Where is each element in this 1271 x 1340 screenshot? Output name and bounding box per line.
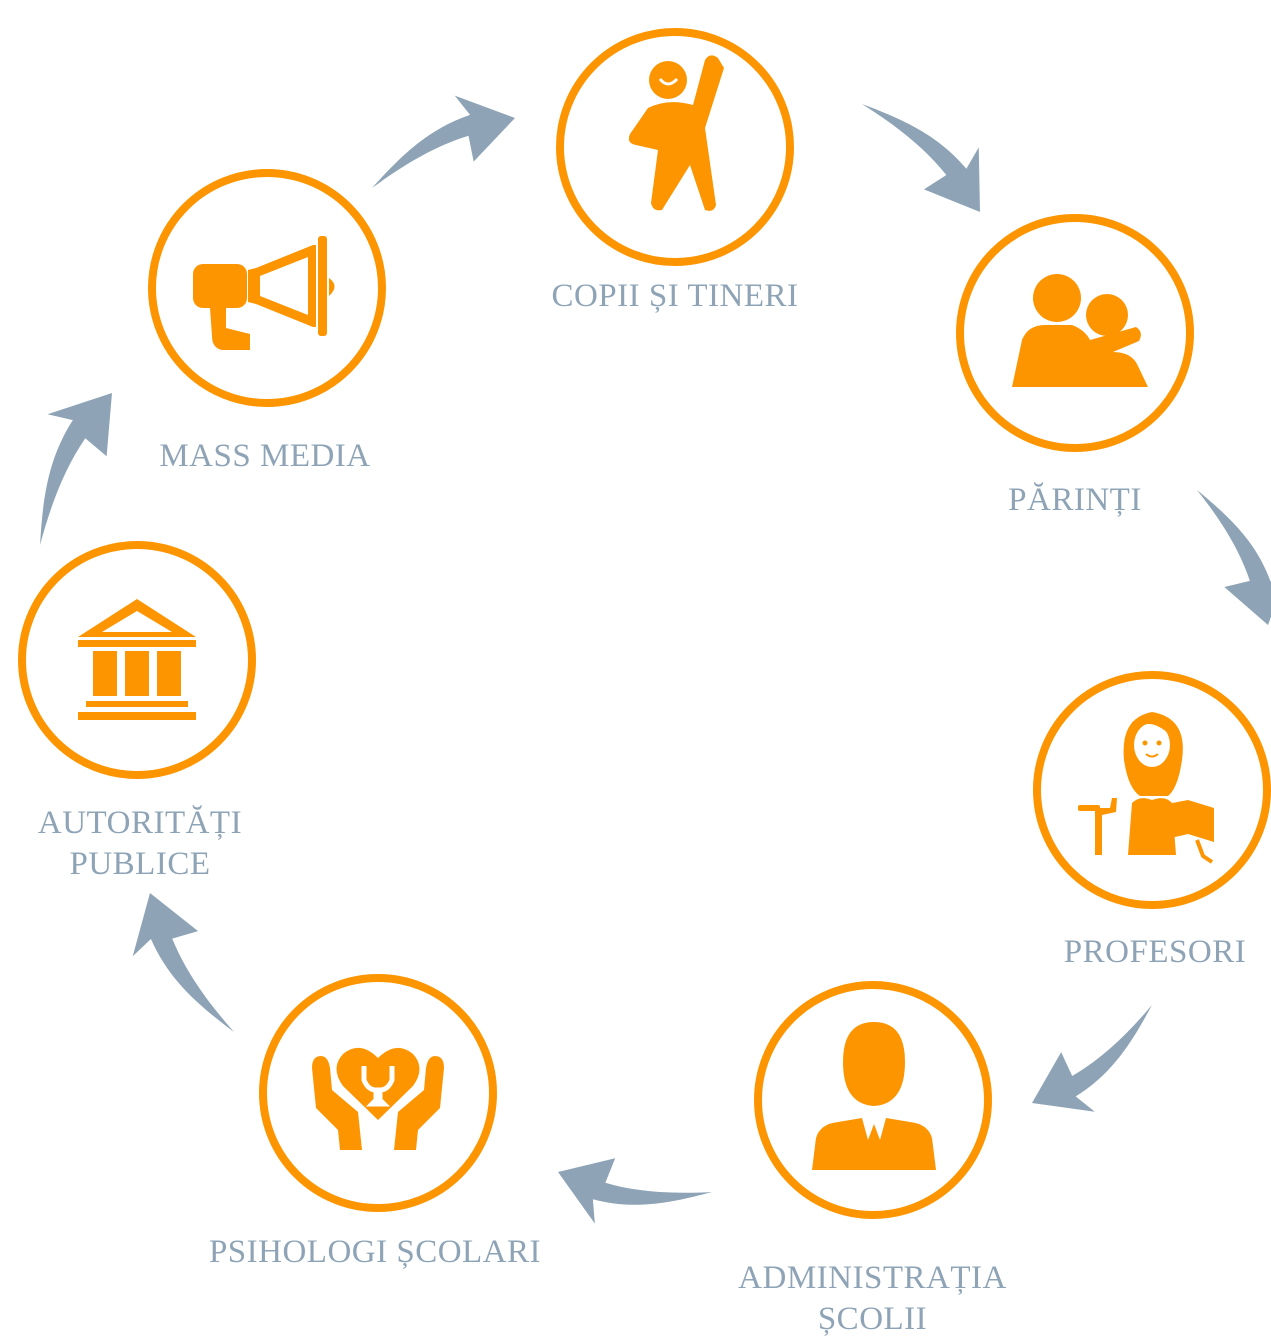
- node-copii: [556, 28, 794, 266]
- node-psihologi: [259, 974, 497, 1212]
- node-administratia: [754, 981, 992, 1219]
- child-waving-icon: [628, 55, 724, 211]
- node-profesori: [1033, 671, 1271, 909]
- label-line: PĂRINȚI: [1008, 482, 1142, 518]
- flow-arrow-copii-to-parinti: [847, 69, 1012, 228]
- flow-arrow-parinti-to-profesori: [1178, 468, 1271, 635]
- government-building-icon: [78, 599, 196, 720]
- label-profesori: PROFESORI: [1050, 932, 1260, 973]
- node-parinti: [956, 214, 1194, 452]
- flow-arrow-autoritati-to-media: [0, 371, 133, 555]
- flow-arrow-media-to-copii: [351, 76, 525, 207]
- megaphone-icon: [193, 236, 335, 350]
- label-line: PSIHOLOGI ȘCOLARI: [208, 1234, 542, 1270]
- label-administratia: ADMINISTRAȚIA ȘCOLII: [720, 1258, 1025, 1340]
- label-line: MASS MEDIA: [159, 438, 371, 474]
- label-line: PROFESORI: [1063, 934, 1247, 970]
- node-media: [148, 169, 386, 407]
- label-psihologi: PSIHOLOGI ȘCOLARI: [185, 1232, 565, 1273]
- node-autoritati: [18, 541, 256, 779]
- teacher-with-book-icon: [1078, 712, 1214, 864]
- label-line: ADMINISTRAȚIA: [738, 1260, 1007, 1296]
- label-parinti: PĂRINȚI: [980, 480, 1170, 521]
- label-line: AUTORITĂȚI: [37, 805, 243, 841]
- parent-hugging-child-icon: [1012, 274, 1148, 387]
- label-media: MASS MEDIA: [140, 436, 390, 477]
- label-line: ȘCOLII: [817, 1301, 928, 1337]
- label-copii: COPII ȘI TINERI: [540, 276, 810, 317]
- label-line: COPII ȘI TINERI: [551, 278, 799, 314]
- hands-holding-heart-psi-icon: [312, 1047, 444, 1150]
- administrator-icon: [812, 1022, 936, 1170]
- label-line: PUBLICE: [69, 846, 211, 882]
- label-autoritati: AUTORITĂȚI PUBLICE: [20, 803, 260, 885]
- flow-arrow-administratia-to-psihologi: [552, 1151, 715, 1239]
- flow-arrow-profesori-to-administratia: [1018, 988, 1182, 1140]
- flow-arrow-psihologi-to-autoritati: [109, 881, 253, 1057]
